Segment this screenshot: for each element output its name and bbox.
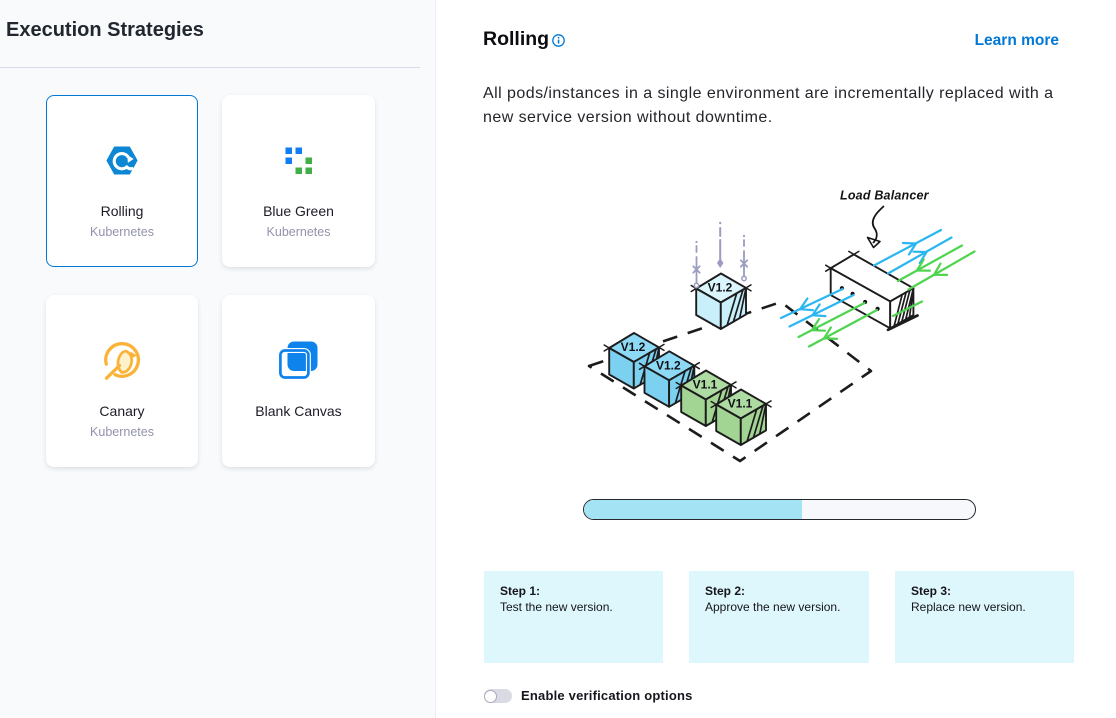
svg-text:V1.1: V1.1 <box>728 397 753 411</box>
svg-text:V1.1: V1.1 <box>693 378 718 392</box>
svg-text:V1.2: V1.2 <box>708 281 733 295</box>
svg-text:V1.2: V1.2 <box>621 340 646 354</box>
svg-text:Load Balancer: Load Balancer <box>840 189 930 203</box>
svg-text:V1.2: V1.2 <box>656 358 681 372</box>
